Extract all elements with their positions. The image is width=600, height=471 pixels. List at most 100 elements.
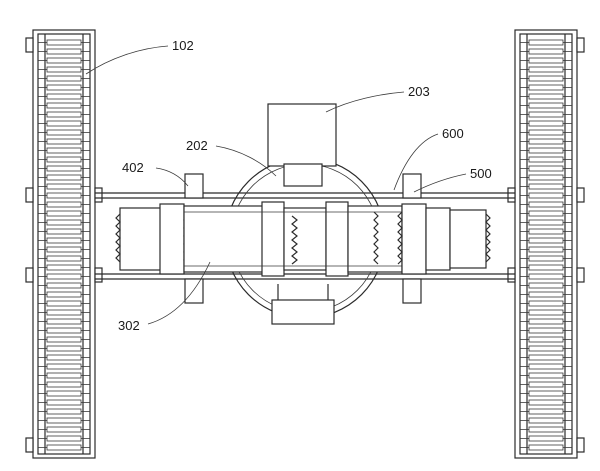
track-link (528, 417, 564, 424)
track-link (46, 57, 82, 64)
track-link (528, 102, 564, 109)
track-link (528, 327, 564, 334)
leader-lines (85, 45, 467, 325)
track-link (46, 201, 82, 208)
track-link (528, 381, 564, 388)
track-link (46, 84, 82, 91)
track-link (528, 336, 564, 343)
track-link (46, 210, 82, 217)
track-link (46, 417, 82, 424)
track-link (46, 345, 82, 352)
track-link (528, 57, 564, 64)
track-link (46, 354, 82, 361)
track-link (46, 102, 82, 109)
track-link (46, 444, 82, 451)
track-link (46, 237, 82, 244)
track-link (528, 435, 564, 442)
track-link (528, 75, 564, 82)
track-link (528, 408, 564, 415)
track-link (46, 111, 82, 118)
track-link (528, 48, 564, 55)
right-track-links (520, 39, 572, 451)
track-link (46, 75, 82, 82)
track-link (528, 147, 564, 154)
track-link (528, 264, 564, 271)
track-link (528, 246, 564, 253)
track-link (528, 399, 564, 406)
track-link (46, 228, 82, 235)
track-link (46, 156, 82, 163)
track-link (46, 291, 82, 298)
track-link (46, 327, 82, 334)
track-link (46, 309, 82, 316)
track-link (46, 363, 82, 370)
track-link (46, 93, 82, 100)
track-link (46, 255, 82, 262)
track-link (46, 399, 82, 406)
track-link (46, 165, 82, 172)
label-202: 202 (186, 138, 208, 153)
track-link (46, 300, 82, 307)
track-link (528, 129, 564, 136)
track-link (46, 282, 82, 289)
track-link (46, 318, 82, 325)
track-link (46, 48, 82, 55)
track-link (46, 426, 82, 433)
track-link (528, 228, 564, 235)
track-link (46, 435, 82, 442)
track-link (528, 192, 564, 199)
track-link (46, 381, 82, 388)
track-link (528, 210, 564, 217)
central-hub (224, 103, 386, 325)
callout-labels: 102 203 202 600 402 500 302 (118, 38, 492, 333)
track-link (46, 408, 82, 415)
track-link (46, 336, 82, 343)
track-link (46, 390, 82, 397)
track-link (46, 183, 82, 190)
track-link (46, 129, 82, 136)
track-link (528, 426, 564, 433)
track-link (528, 219, 564, 226)
track-link (46, 66, 82, 73)
track-link (528, 282, 564, 289)
track-link (528, 237, 564, 244)
track-link (528, 183, 564, 190)
label-302: 302 (118, 318, 140, 333)
label-203: 203 (408, 84, 430, 99)
track-link (528, 66, 564, 73)
track-link (528, 273, 564, 280)
track-link (528, 345, 564, 352)
track-link (528, 111, 564, 118)
track-link (528, 93, 564, 100)
track-link (528, 201, 564, 208)
label-402: 402 (122, 160, 144, 175)
track-link (46, 246, 82, 253)
left-track (25, 29, 103, 459)
track-link (528, 255, 564, 262)
label-500: 500 (470, 166, 492, 181)
track-link (46, 39, 82, 46)
track-link (46, 192, 82, 199)
track-link (528, 300, 564, 307)
track-link (46, 138, 82, 145)
right-track (507, 29, 585, 459)
label-102: 102 (172, 38, 194, 53)
track-link (528, 84, 564, 91)
track-link (46, 264, 82, 271)
track-link (528, 138, 564, 145)
left-cutter-head (115, 203, 189, 275)
label-600: 600 (442, 126, 464, 141)
track-link (528, 120, 564, 127)
track-link (528, 165, 564, 172)
track-link (46, 147, 82, 154)
track-link (528, 363, 564, 370)
track-link (528, 372, 564, 379)
right-cutter-head (397, 203, 491, 275)
track-link (528, 291, 564, 298)
track-link (46, 372, 82, 379)
central-roller (183, 201, 403, 277)
track-link (528, 156, 564, 163)
track-link (528, 39, 564, 46)
track-link (46, 219, 82, 226)
